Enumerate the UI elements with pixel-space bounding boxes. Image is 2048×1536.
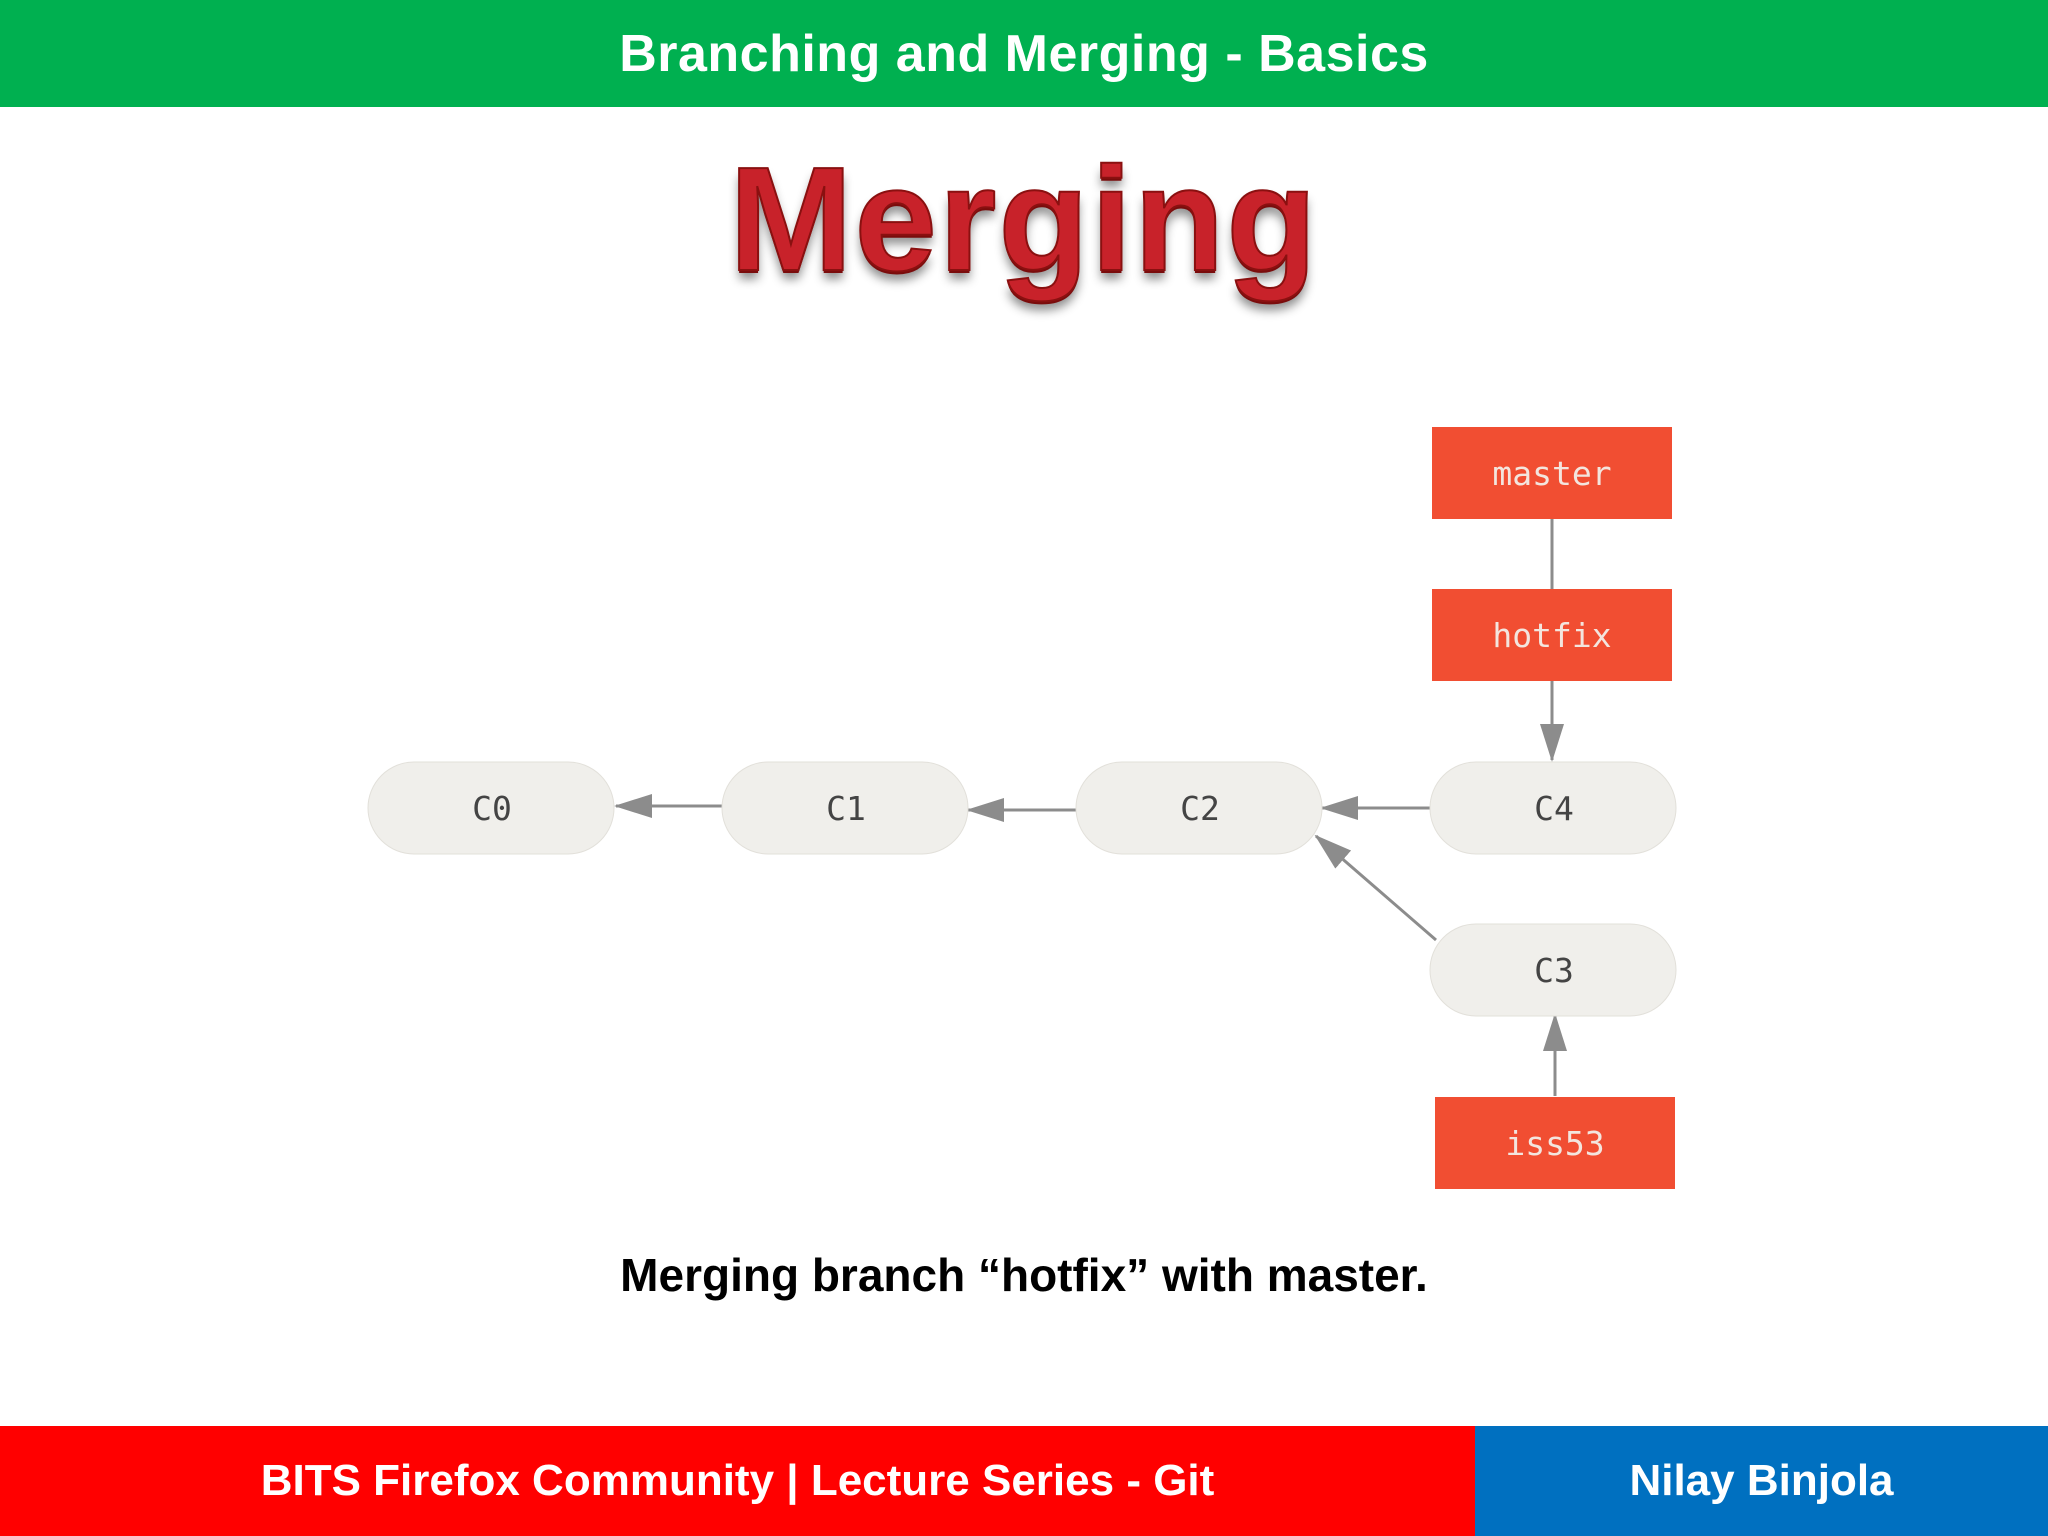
- commit-c2: C2: [1075, 761, 1323, 855]
- slide-title: Merging: [728, 137, 1319, 302]
- footer-right-text: Nilay Binjola: [1629, 1456, 1894, 1505]
- branch-hotfix: hotfix: [1432, 589, 1672, 681]
- footer-left-text: BITS Firefox Community | Lecture Series …: [260, 1456, 1215, 1505]
- branch-hotfix-label: hotfix: [1492, 616, 1611, 655]
- commit-c2-label: C2: [1180, 789, 1220, 828]
- commit-c0: C0: [367, 761, 615, 855]
- commit-c1: C1: [721, 761, 969, 855]
- commit-c3-label: C3: [1534, 951, 1574, 990]
- diagram-caption: Merging branch “hotfix” with master.: [620, 1249, 1428, 1301]
- arrow-c3-to-c2: [1314, 834, 1437, 942]
- header-bar: Branching and Merging - Basics: [0, 0, 2048, 107]
- header-title: Branching and Merging - Basics: [619, 24, 1429, 83]
- commit-c4-label: C4: [1534, 789, 1574, 828]
- commit-c0-label: C0: [472, 789, 512, 828]
- footer-left: BITS Firefox Community | Lecture Series …: [0, 1426, 1475, 1536]
- commit-c3: C3: [1429, 923, 1677, 1017]
- footer-right: Nilay Binjola: [1475, 1426, 2048, 1536]
- branch-master-label: master: [1492, 454, 1611, 493]
- commit-c1-label: C1: [826, 789, 866, 828]
- branch-master: master: [1432, 427, 1672, 519]
- commit-c4: C4: [1429, 761, 1677, 855]
- branch-iss53: iss53: [1435, 1097, 1675, 1189]
- branch-iss53-label: iss53: [1505, 1124, 1604, 1163]
